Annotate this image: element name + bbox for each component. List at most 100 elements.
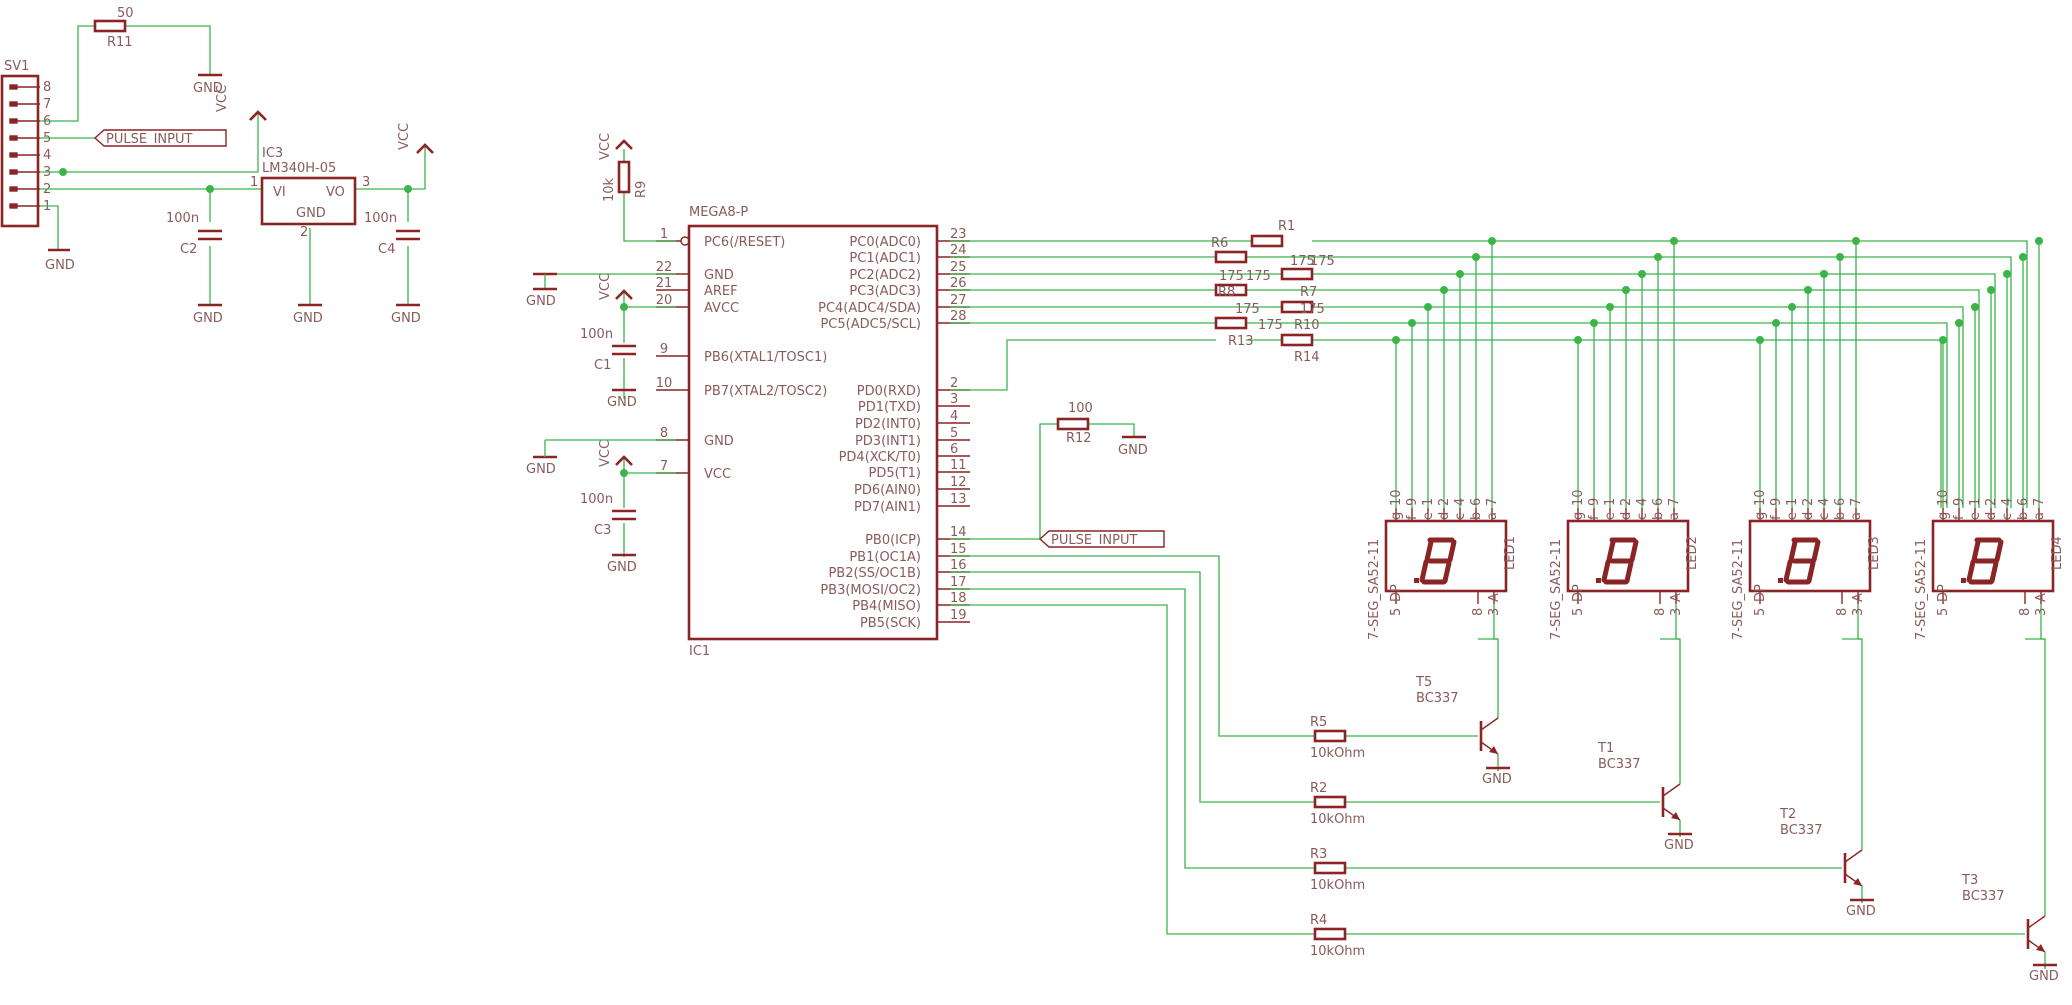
led-pin-number: 9 [1769, 498, 1784, 506]
ic1-pin-label: PC1(ADC1) [849, 251, 921, 266]
led-segment-label: f [1405, 515, 1420, 520]
led-segment-label: g [1936, 512, 1951, 520]
ic1-pin-number: 6 [950, 442, 958, 457]
junction [1472, 253, 1480, 261]
led-pin-number: 7 [1485, 498, 1500, 506]
junction [1820, 270, 1828, 278]
driver-wires [950, 555, 2046, 935]
sv1-name: SV1 [4, 59, 29, 74]
ic1-left-wires [545, 273, 676, 557]
gnd-label: GND [526, 462, 556, 477]
seven-segment-digit-icon [1778, 537, 1821, 585]
r6-name: R6 [1211, 236, 1228, 251]
ic1-name: IC1 [689, 644, 710, 659]
led-pin-number: 1 [1603, 498, 1618, 506]
ic1-pin-label: PB4(MISO) [852, 599, 921, 614]
ic1-pin-number: 18 [950, 591, 967, 606]
pulse-input-net-label: PULSE_INPUT [1038, 530, 1165, 548]
r8-name: R8 [1218, 285, 1235, 300]
r14-name: R14 [1294, 350, 1320, 365]
gnd-label: GND [193, 311, 223, 326]
r13-name: R13 [1228, 334, 1254, 349]
gnd-symbol: GND [607, 553, 637, 575]
capacitor-c3: 100n C3 [580, 492, 636, 538]
led-pin-number: 3 [1487, 608, 1502, 616]
gnd-symbol: GND [193, 303, 223, 326]
ic1-pin-number: 4 [950, 409, 958, 424]
junction [2019, 253, 2027, 261]
ic1-pin-number: 8 [660, 426, 668, 441]
led-name: LED4 [2050, 536, 2065, 570]
ic3-vo-label: VO [326, 185, 345, 200]
ic1-pin-label: PB2(SS/OC1B) [828, 566, 921, 581]
junction [1987, 286, 1995, 294]
led-segment-label: b [1469, 512, 1484, 520]
base-resistor-name: R4 [1310, 913, 1327, 928]
led-pin-number: 10 [1936, 489, 1951, 506]
ic1-pin-number: 22 [656, 260, 673, 275]
junction [1638, 270, 1646, 278]
c4-name: C4 [378, 242, 395, 257]
ic1-pin-label: PD0(RXD) [857, 384, 921, 399]
led-pin-number: 2 [1984, 498, 1999, 506]
led-pin-number: 4 [1635, 498, 1650, 506]
seven-segment-digit-icon [1961, 537, 2004, 585]
sv1-pin-8: 8 [43, 80, 51, 95]
ic1-pin-number: 1 [660, 227, 668, 242]
seven-segment-digit-icon [1414, 537, 1457, 585]
led-pin-number: 4 [1453, 498, 1468, 506]
led-segment-label: A [1487, 593, 1502, 602]
resistor-r9: 10k R9 [602, 149, 676, 242]
ic1-pin-number: 10 [656, 376, 673, 391]
vcc-symbol: VCC [598, 440, 633, 467]
led-segment-label: a [1485, 512, 1500, 520]
gnd-label: GND [2029, 969, 2059, 984]
junction [1670, 237, 1678, 245]
led-segment-label: DP [1571, 584, 1586, 602]
ic1-pin-number: 28 [950, 309, 967, 324]
gnd-symbol: GND [193, 73, 223, 96]
c3-name: C3 [594, 523, 611, 538]
ic1-pin-number: 27 [950, 293, 967, 308]
gnd-label: GND [1664, 838, 1694, 853]
ic1-pin-number: 16 [950, 558, 967, 573]
led-pin-number: 10 [1389, 489, 1404, 506]
resistor-r10: 175 175 [1235, 300, 1325, 317]
gnd-symbol: GND [1664, 832, 1694, 853]
led-value: 7-SEG_SA52-11 [1731, 539, 1746, 640]
vcc-symbol: VCC [215, 85, 267, 121]
ic1-pin-label: GND [704, 434, 734, 449]
led-name: LED1 [1503, 536, 1518, 570]
transistor-value: BC337 [1962, 889, 2005, 904]
led-value: 7-SEG_SA52-11 [1914, 539, 1929, 640]
led-segment-label: g [1753, 512, 1768, 520]
led-segment-label: d [1984, 512, 1999, 520]
ic1-pin-number: 26 [950, 276, 967, 291]
junction [1788, 303, 1796, 311]
led-pin-number: 8 [1835, 608, 1850, 616]
led-pin-number: 8 [1471, 608, 1486, 616]
led-segment-label: a [1849, 512, 1864, 520]
resistor-r8: R7 R8 [1214, 283, 1317, 300]
ic1-pin-label: VCC [704, 467, 731, 482]
junction [2003, 270, 2011, 278]
gnd-symbol: GND [293, 303, 323, 326]
junction [1654, 253, 1662, 261]
led-pin-number: 4 [1817, 498, 1832, 506]
junction [1408, 319, 1416, 327]
